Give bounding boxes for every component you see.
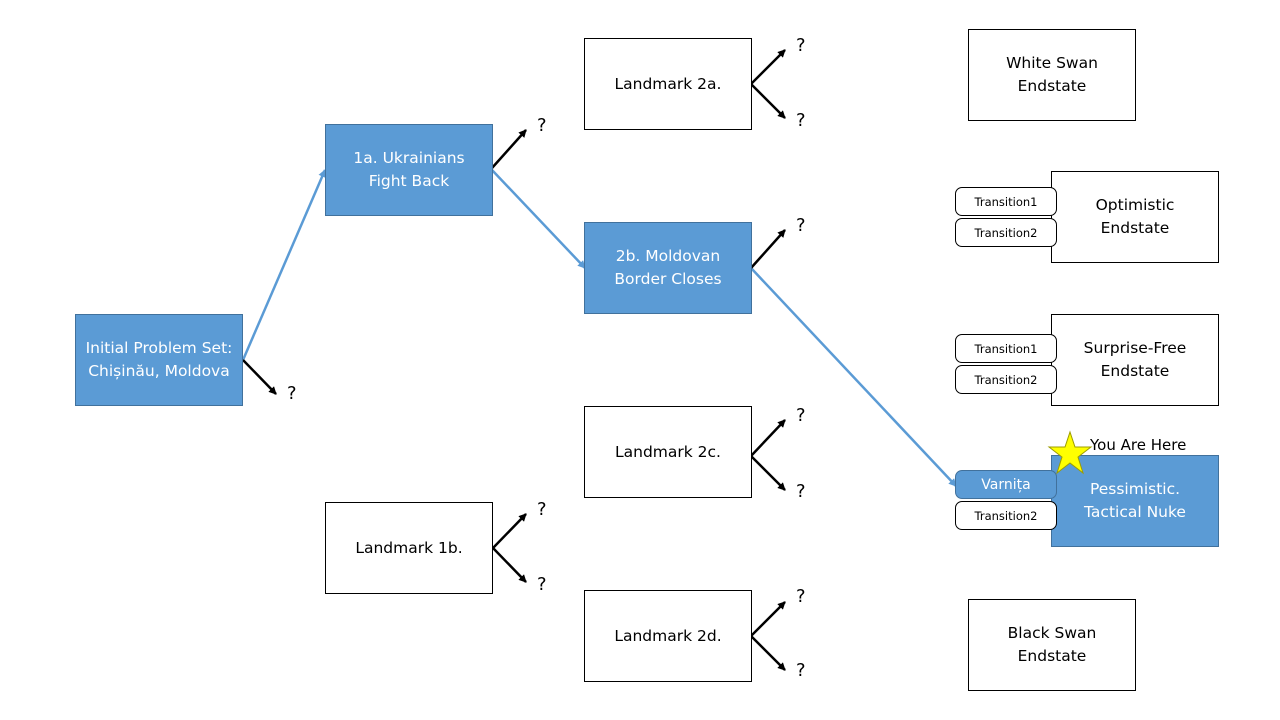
branch-arrow-2c-up [750,419,786,457]
optimistic-transition1: Transition1 [955,187,1057,216]
unknown-outcome-marker: ? [287,383,297,404]
unknown-outcome-marker: ? [796,110,806,131]
landmark-1a-box: 1a. Ukrainians Fight Back [325,124,493,216]
unknown-outcome-marker: ? [796,215,806,236]
branch-arrow-initial [242,359,277,395]
branch-arrow-2c-down [750,455,786,491]
unknown-outcome-marker: ? [796,35,806,56]
landmark-1b-label: Landmark 1b. [355,538,463,557]
initial-problem-set-label: Initial Problem Set: Chișinău, Moldova [85,339,233,380]
surprise-free-endstate-box: Surprise-Free Endstate [1051,314,1219,406]
optimistic-endstate-label: Optimistic Endstate [1095,196,1175,237]
landmark-2d-box: Landmark 2d. [584,590,752,682]
branch-arrow-2a-down [750,83,786,119]
initial-problem-set-box: Initial Problem Set: Chișinău, Moldova [75,314,243,406]
branch-arrow-1b-down [492,547,527,583]
black-swan-endstate-label: Black Swan Endstate [1007,624,1097,665]
unknown-outcome-marker: ? [796,586,806,607]
optimistic-transition2: Transition2 [955,218,1057,247]
unknown-outcome-marker: ? [537,115,547,136]
pessimistic-endstate-label: Pessimistic. Tactical Nuke [1084,480,1186,521]
landmark-1a-label: 1a. Ukrainians Fight Back [353,149,465,190]
star-icon [1047,430,1093,475]
optimistic-endstate-box: Optimistic Endstate [1051,171,1219,263]
unknown-outcome-marker: ? [796,660,806,681]
unknown-outcome-marker: ? [537,499,547,520]
white-swan-endstate-box: White Swan Endstate [968,29,1136,121]
landmark-2b-label: 2b. Moldovan Border Closes [614,247,722,288]
unknown-outcome-marker: ? [537,574,547,595]
path-arrow-1a-to-2b [491,169,586,269]
path-arrow-initial-to-1a [241,169,327,361]
surprise-free-transition1: Transition1 [955,334,1057,363]
surprise-free-transition2: Transition2 [955,365,1057,394]
landmark-2c-label: Landmark 2c. [615,442,721,461]
varnita-transition: Varnița [955,470,1057,499]
branch-arrow-2d-down [750,635,786,671]
unknown-outcome-marker: ? [796,405,806,426]
landmark-2d-label: Landmark 2d. [614,626,722,645]
white-swan-endstate-label: White Swan Endstate [1006,54,1098,95]
landmark-2b-box: 2b. Moldovan Border Closes [584,222,752,314]
branch-arrow-2b [750,229,786,269]
path-arrow-2b-to-varnita [750,267,957,487]
branch-arrow-1a [491,129,527,169]
branch-arrow-2a-up [750,49,786,85]
surprise-free-endstate-label: Surprise-Free Endstate [1083,339,1187,380]
unknown-outcome-marker: ? [796,481,806,502]
landmark-2a-label: Landmark 2a. [614,74,722,93]
branch-arrow-2d-up [750,601,786,637]
landmark-2a-box: Landmark 2a. [584,38,752,130]
pessimistic-endstate-box: Pessimistic. Tactical Nuke [1051,455,1219,547]
pessimistic-transition2: Transition2 [955,501,1057,530]
landmark-1b-box: Landmark 1b. [325,502,493,594]
landmark-2c-box: Landmark 2c. [584,406,752,498]
you-are-here-label: You Are Here [1090,436,1187,454]
black-swan-endstate-box: Black Swan Endstate [968,599,1136,691]
branch-arrow-1b-up [492,513,527,549]
